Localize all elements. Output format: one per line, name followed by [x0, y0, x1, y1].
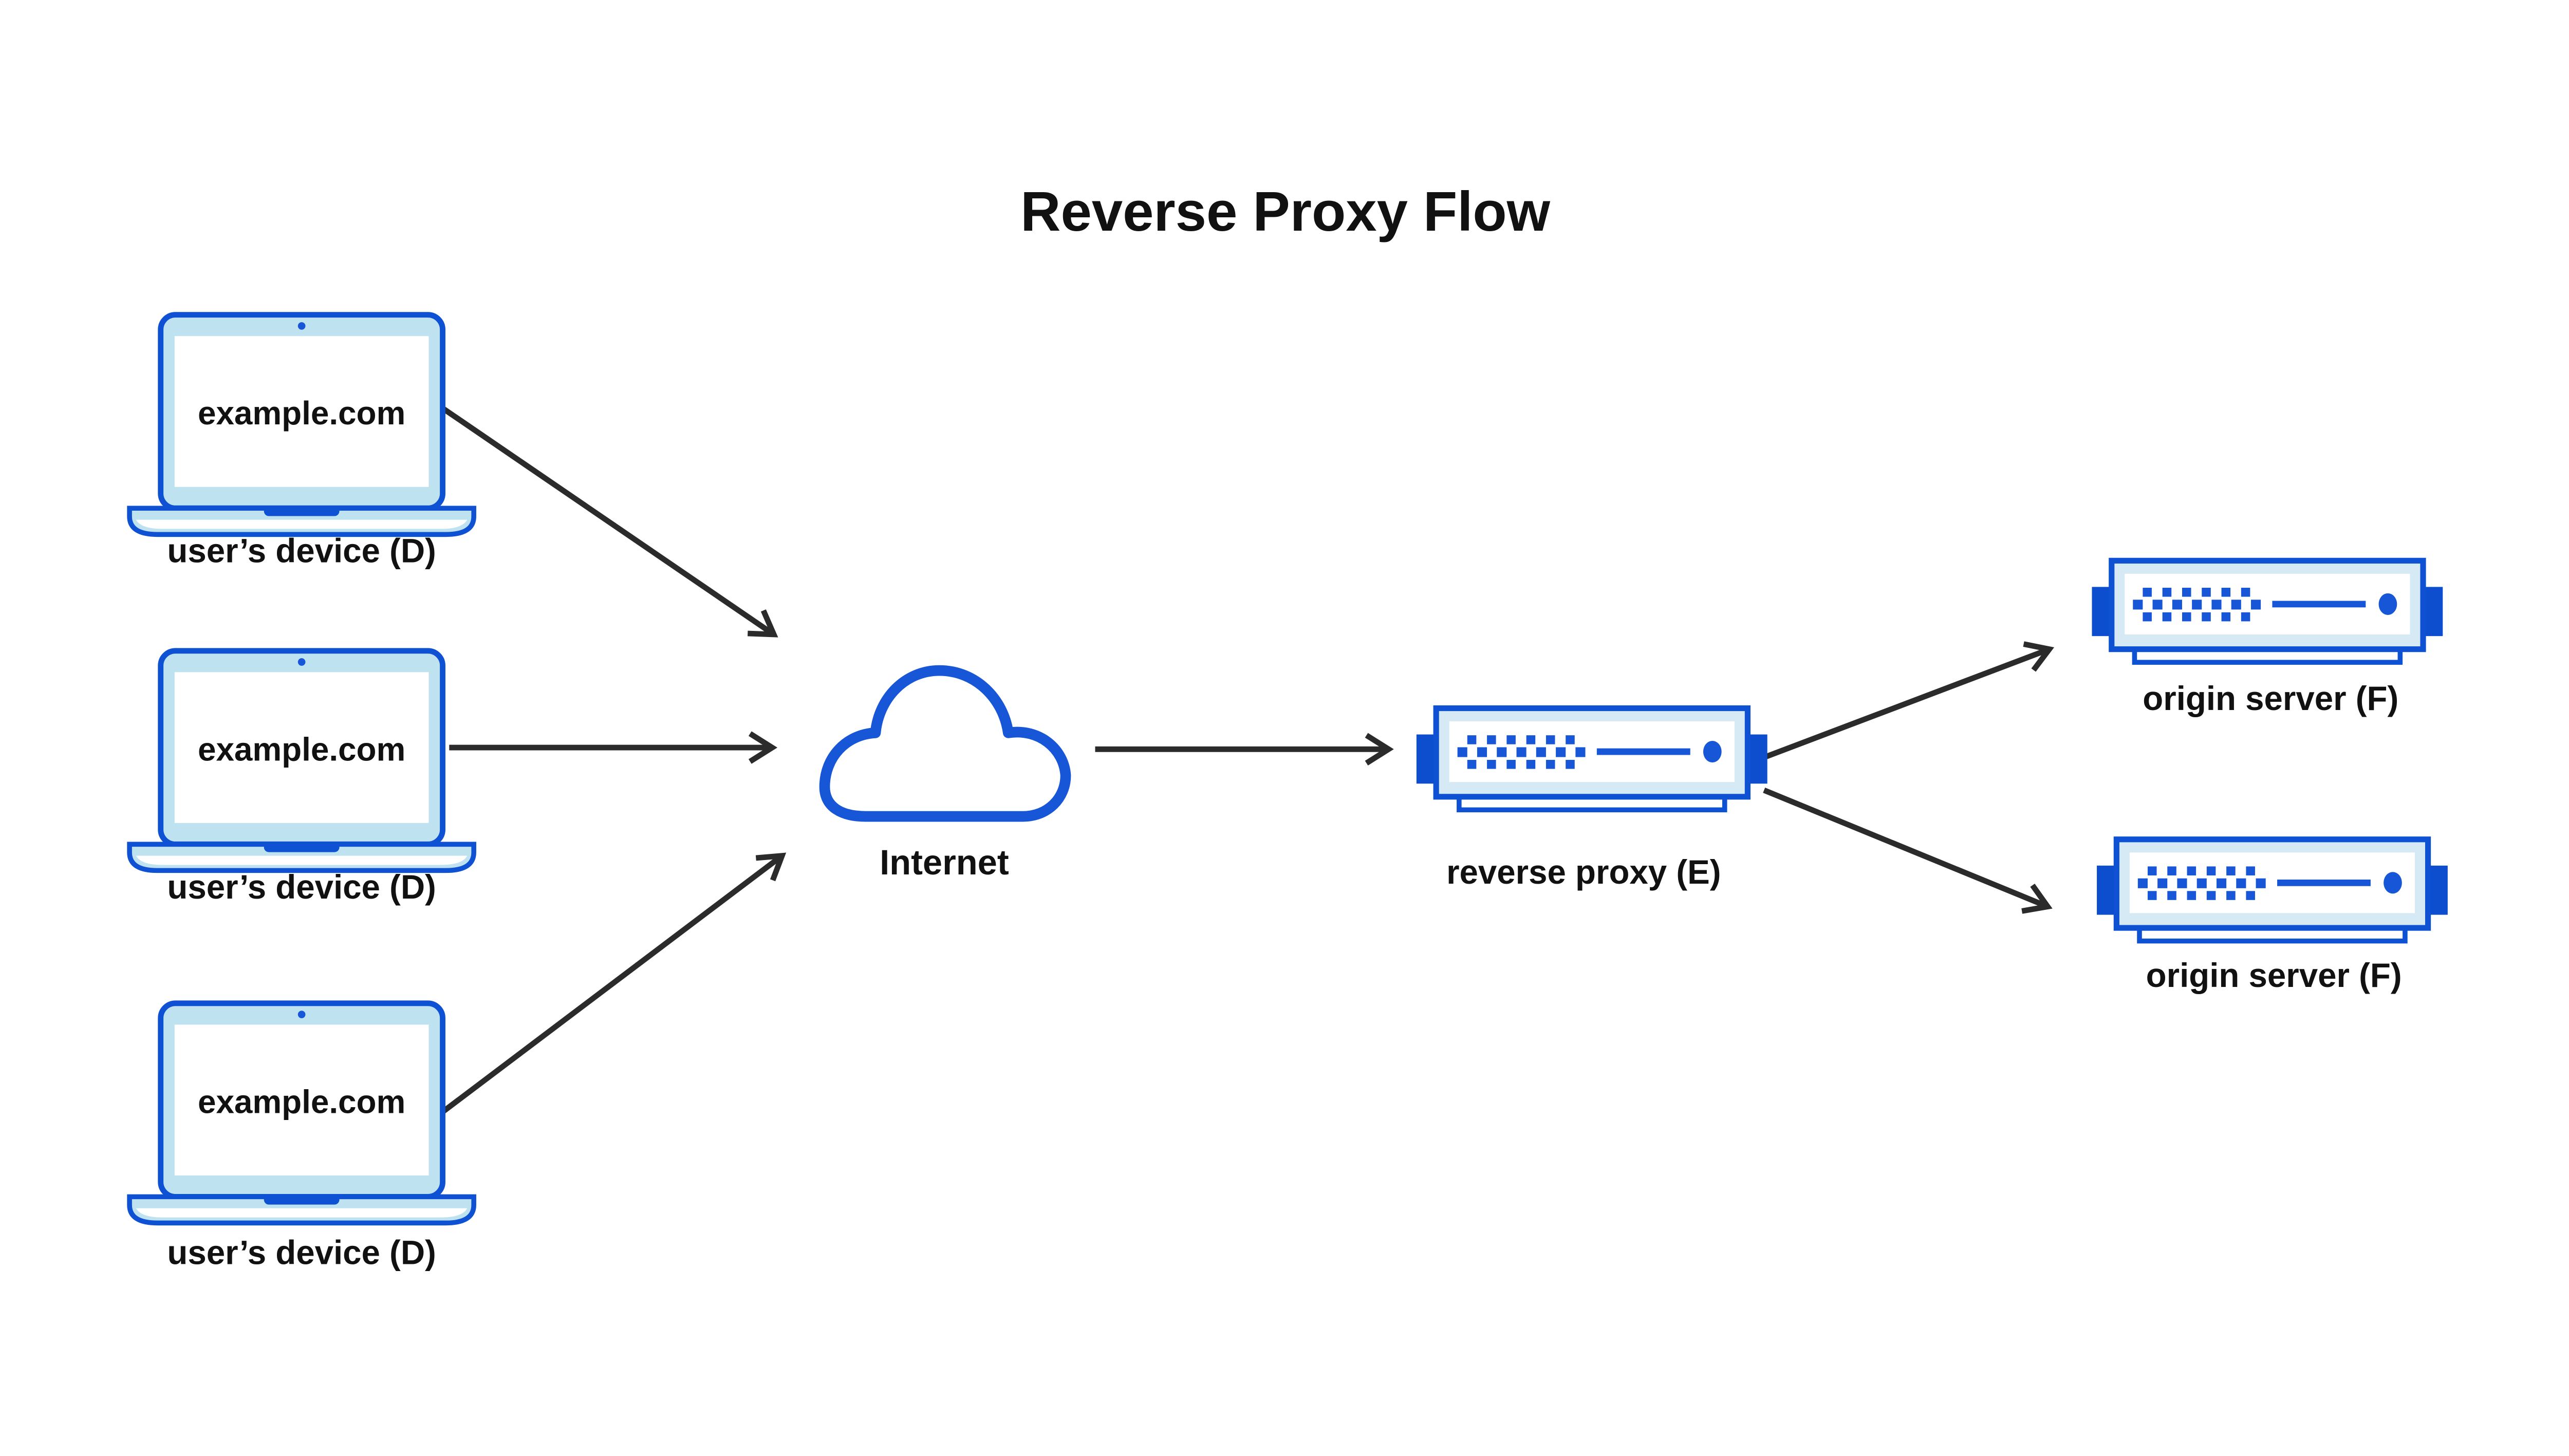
user-device-node-2: example.com user’s device (D): [129, 651, 474, 906]
origin-server2-label: origin server (F): [2146, 957, 2402, 994]
server-icon: [2092, 561, 2443, 663]
user-device-node-1: example.com user’s device (D): [129, 315, 474, 570]
device1-label: user’s device (D): [167, 532, 436, 570]
arrow-device1-to-internet: [441, 406, 778, 638]
internet-node: Internet: [819, 665, 1071, 882]
server-icon: [2097, 839, 2448, 941]
device3-label: user’s device (D): [167, 1234, 436, 1272]
device1-screen-url: example.com: [198, 395, 405, 432]
arrow-device3-to-internet: [439, 852, 787, 1116]
flow-arrows: [439, 406, 2055, 1116]
server-icon: [1417, 708, 1767, 810]
reverse-proxy-label: reverse proxy (E): [1446, 853, 1721, 891]
page-title: Reverse Proxy Flow: [1020, 180, 1551, 242]
diagram-canvas: Reverse Proxy Flow example.com user’s de…: [0, 180, 2569, 1272]
origin-server1-label: origin server (F): [2143, 680, 2398, 717]
user-device-node-3: example.com user’s device (D): [129, 1003, 474, 1272]
device2-screen-url: example.com: [198, 731, 405, 768]
internet-label: Internet: [880, 843, 1009, 882]
arrow-proxy-to-origin2: [1763, 788, 2053, 914]
origin-server-node-2: origin server (F): [2097, 839, 2448, 994]
reverse-proxy-node: reverse proxy (E): [1417, 708, 1767, 891]
device3-screen-url: example.com: [198, 1084, 405, 1121]
device2-label: user’s device (D): [167, 868, 436, 906]
arrow-proxy-to-origin1: [1763, 641, 2055, 760]
origin-server-node-1: origin server (F): [2092, 561, 2443, 717]
cloud-icon: [819, 665, 1071, 822]
